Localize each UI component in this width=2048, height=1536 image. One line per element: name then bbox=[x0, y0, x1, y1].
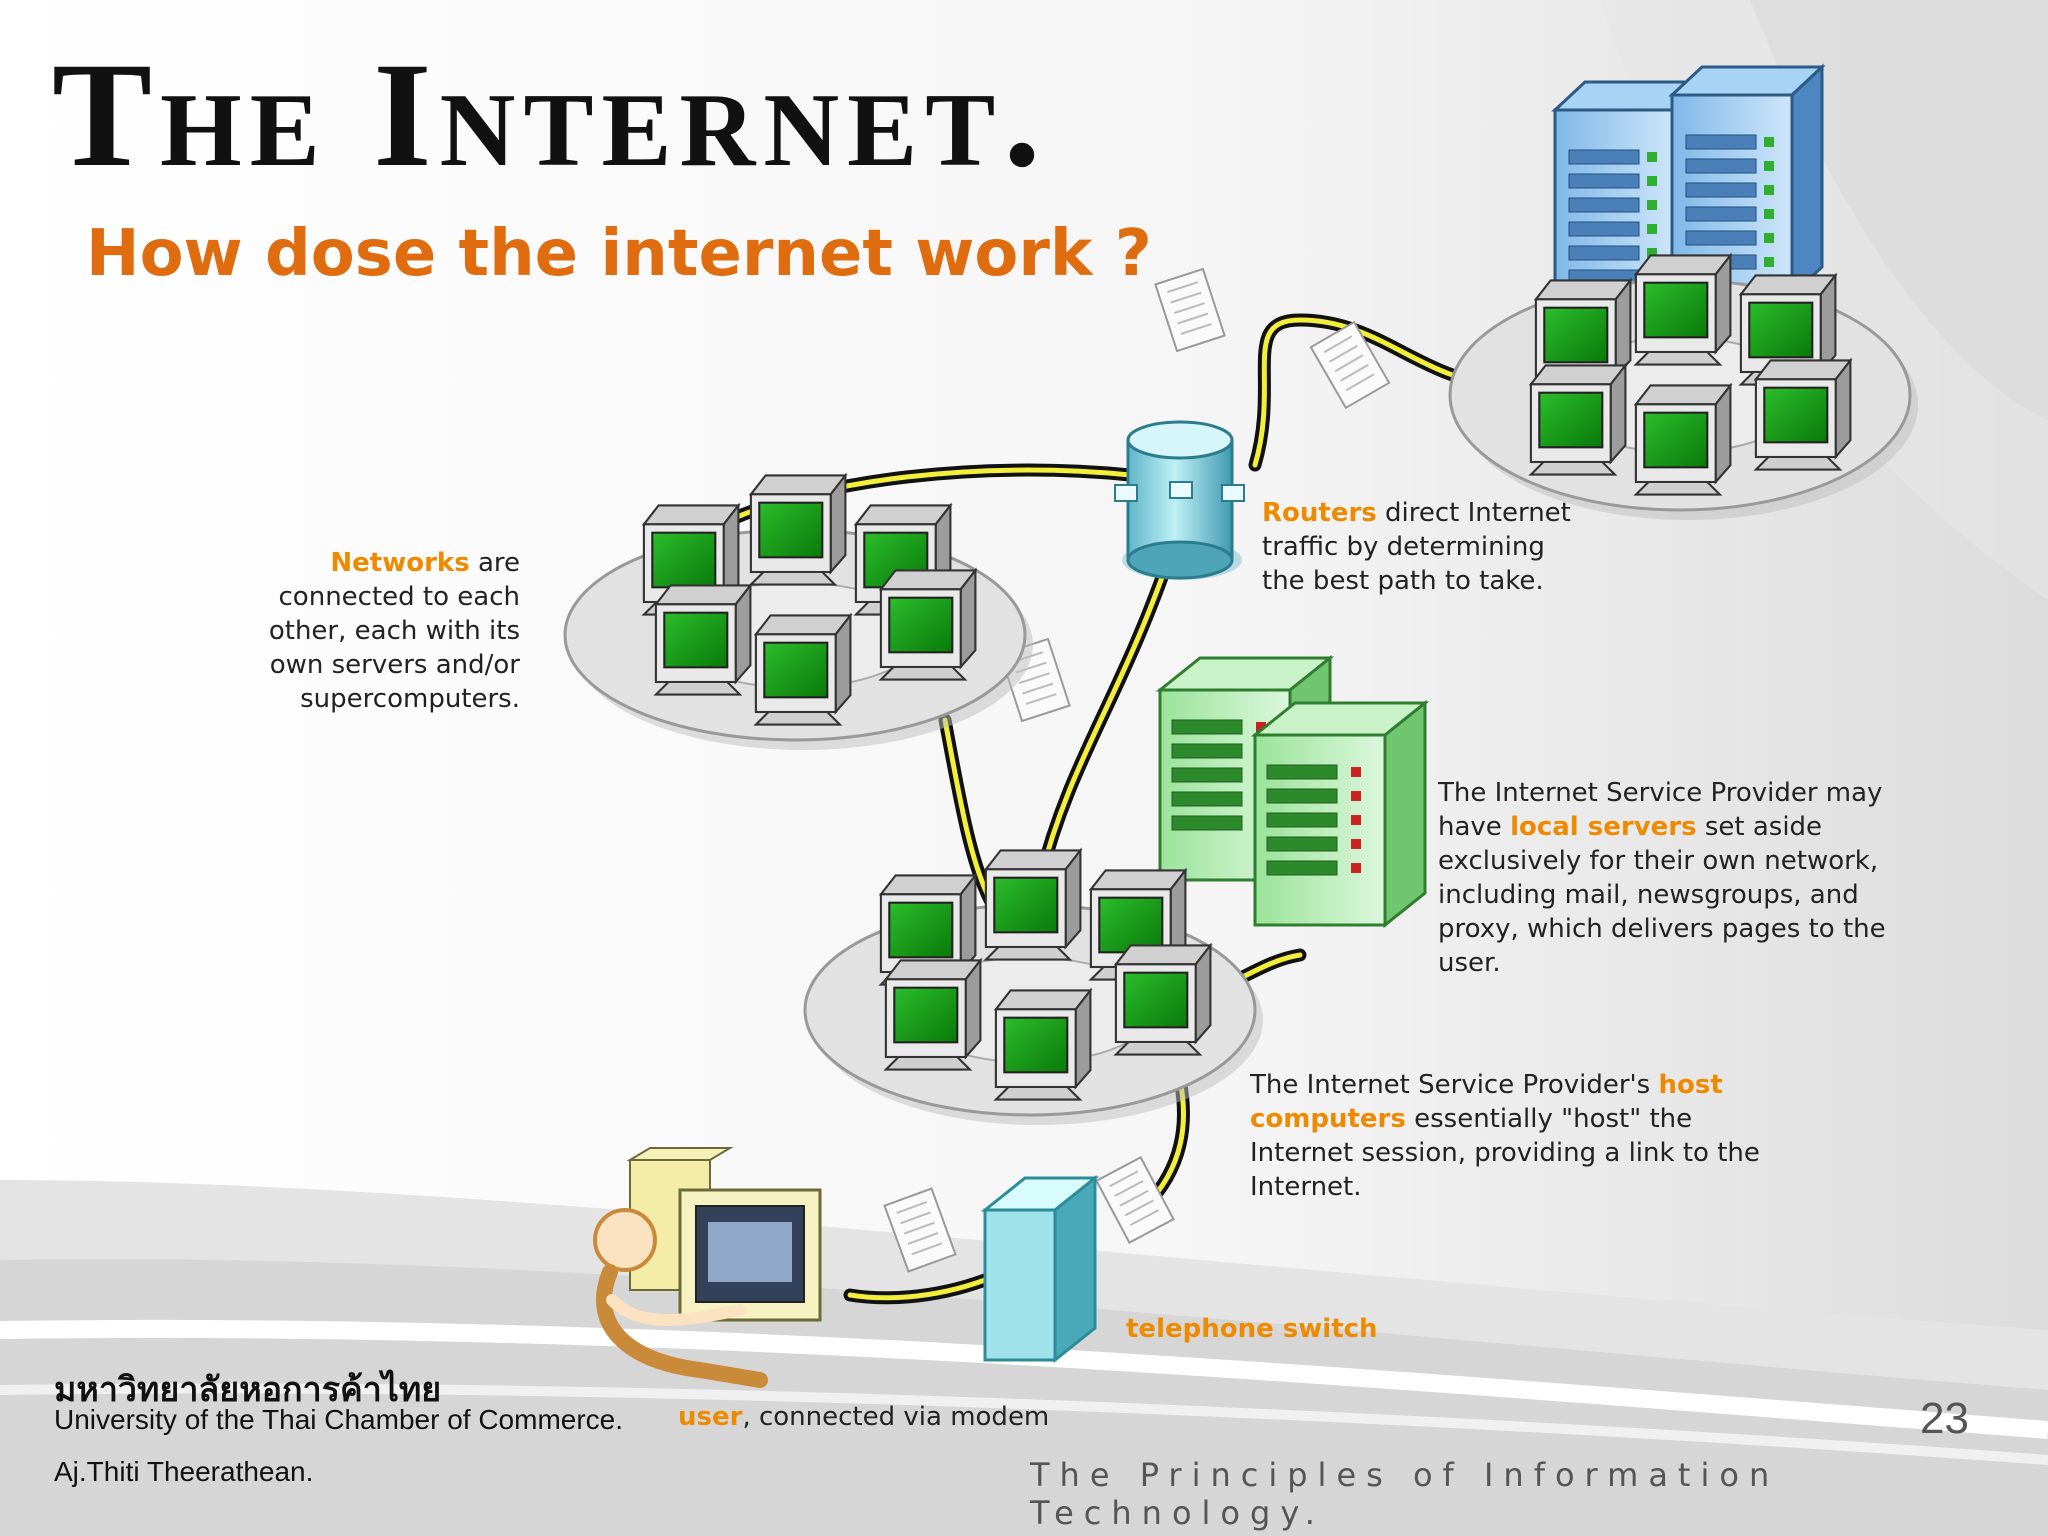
computer-monitor bbox=[883, 957, 983, 1071]
computer-monitor bbox=[878, 872, 978, 986]
computer-monitor bbox=[1738, 272, 1838, 386]
host-computers-note: The Internet Service Provider's host com… bbox=[1250, 1068, 1770, 1204]
local-servers-before: The Internet Service Provider may have bbox=[1438, 778, 1883, 842]
page-number: 23 bbox=[1920, 1394, 1969, 1443]
user-with-computer bbox=[593, 1147, 822, 1388]
packet-4 bbox=[1095, 1156, 1175, 1244]
packet-1 bbox=[1309, 320, 1391, 410]
host-keyword: host computers bbox=[1250, 1070, 1723, 1134]
course-title: The Principles of Information Technology… bbox=[1030, 1456, 1780, 1532]
local-servers-note: The Internet Service Provider may have l… bbox=[1438, 776, 1918, 980]
local-servers-after: set aside exclusively for their own netw… bbox=[1438, 812, 1886, 978]
university-thai-name: มหาวิทยาลัยหอการค้าไทย bbox=[54, 1370, 442, 1410]
top-right-server-rack bbox=[1551, 63, 1826, 314]
isp-network bbox=[803, 847, 1263, 1125]
computer-monitor bbox=[748, 472, 848, 586]
host-after: essentially "host" the Internet session,… bbox=[1250, 1104, 1760, 1202]
computer-monitor bbox=[878, 567, 978, 681]
slide-title: The Internet. bbox=[52, 32, 1049, 198]
user-note: user, connected via modem bbox=[678, 1400, 1049, 1434]
user-text: , connected via modem bbox=[742, 1402, 1050, 1432]
routers-keyword: Routers bbox=[1262, 498, 1377, 528]
computer-monitor bbox=[1528, 362, 1628, 476]
computer-monitor bbox=[1753, 357, 1853, 471]
computer-monitor bbox=[653, 582, 753, 696]
computer-monitor bbox=[1633, 252, 1733, 366]
networks-text: are connected to each other, each with i… bbox=[268, 548, 520, 714]
packet-3 bbox=[883, 1187, 957, 1273]
slide-subtitle: How dose the internet work ? bbox=[86, 217, 1152, 291]
routers-text: direct Internet traffic by determining t… bbox=[1262, 498, 1571, 596]
computer-monitor bbox=[993, 987, 1093, 1101]
user-keyword: user bbox=[678, 1402, 743, 1432]
local-servers-keyword: local servers bbox=[1510, 812, 1697, 842]
computer-monitor bbox=[1633, 382, 1733, 496]
networks-note: Networks are connected to each other, ea… bbox=[240, 546, 520, 716]
packet-0 bbox=[1154, 267, 1226, 353]
top-right-network bbox=[1448, 252, 1918, 520]
router bbox=[1114, 420, 1245, 580]
host-before: The Internet Service Provider's bbox=[1250, 1070, 1659, 1100]
network-cables bbox=[723, 313, 1507, 1305]
left-network bbox=[563, 472, 1033, 750]
local-servers bbox=[1155, 654, 1430, 929]
telephone-switch bbox=[980, 1174, 1100, 1364]
computer-monitor bbox=[1113, 942, 1213, 1056]
networks-keyword: Networks bbox=[330, 548, 470, 578]
computer-monitor bbox=[983, 847, 1083, 961]
university-english-name: University of the Thai Chamber of Commer… bbox=[54, 1404, 624, 1435]
author-name: Aj.Thiti Theerathean. bbox=[54, 1456, 314, 1487]
computer-monitor bbox=[753, 612, 853, 726]
routers-note: Routers direct Internet traffic by deter… bbox=[1262, 496, 1592, 598]
telephone-switch-label: telephone switch bbox=[1126, 1314, 1378, 1344]
